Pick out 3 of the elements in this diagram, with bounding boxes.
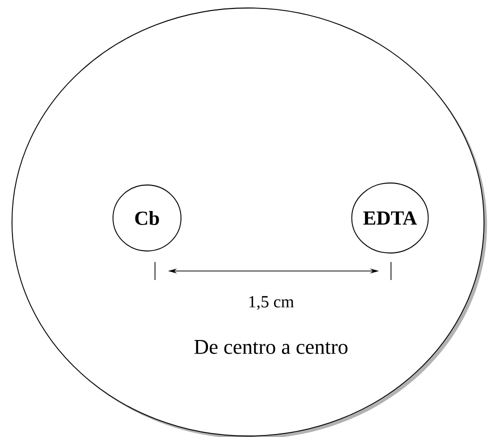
caption-text: De centro a centro: [194, 340, 348, 354]
dimension-label: 1,5 cm: [249, 296, 294, 310]
plate-ellipse: [12, 8, 484, 436]
